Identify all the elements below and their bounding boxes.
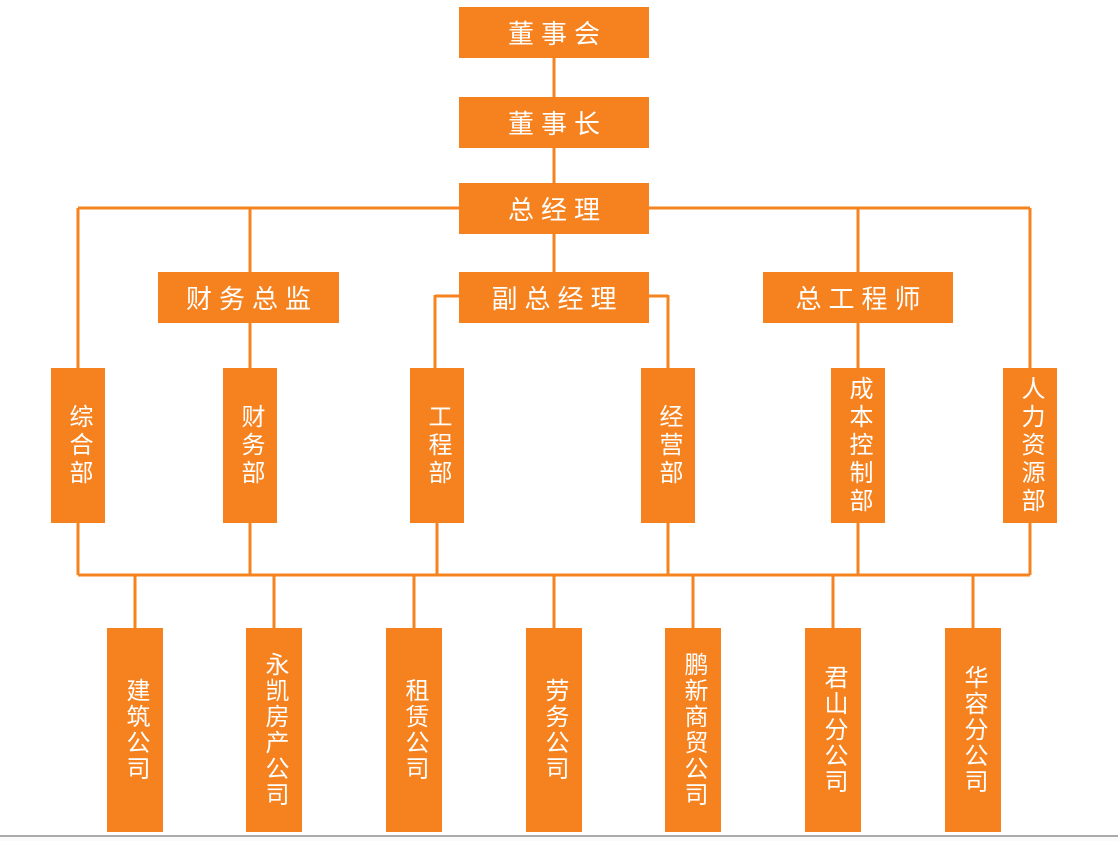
org-node-engineering-dept: 工程部 — [410, 368, 464, 523]
window-bottom-strip — [0, 837, 1118, 841]
org-node-pengxin-trading-company: 鹏新商贸公司 — [665, 628, 721, 832]
org-node-yongkai-realestate-company: 永凯房产公司 — [246, 628, 302, 832]
org-node-general-dept: 综合部 — [51, 368, 105, 523]
org-node-chairman: 董事长 — [459, 97, 649, 148]
org-node-board: 董事会 — [459, 7, 649, 58]
org-node-junshan-branch: 君山分公司 — [805, 628, 861, 832]
org-node-huarong-branch: 华容分公司 — [945, 628, 1001, 832]
org-node-chief-engineer: 总工程师 — [763, 272, 953, 323]
org-node-construction-company: 建筑公司 — [107, 628, 163, 832]
org-node-finance-director: 财务总监 — [158, 272, 339, 323]
org-node-deputy-general-manager: 副总经理 — [459, 272, 649, 323]
org-node-leasing-company: 租赁公司 — [386, 628, 442, 832]
org-node-cost-control-dept: 成本控制部 — [831, 368, 885, 523]
org-node-hr-dept: 人力资源部 — [1003, 368, 1057, 523]
window-bottom-edge — [0, 835, 1118, 837]
org-node-general-manager: 总经理 — [459, 183, 649, 234]
org-node-finance-dept: 财务部 — [223, 368, 277, 523]
org-node-operations-dept: 经营部 — [641, 368, 695, 523]
org-node-labor-company: 劳务公司 — [526, 628, 582, 832]
